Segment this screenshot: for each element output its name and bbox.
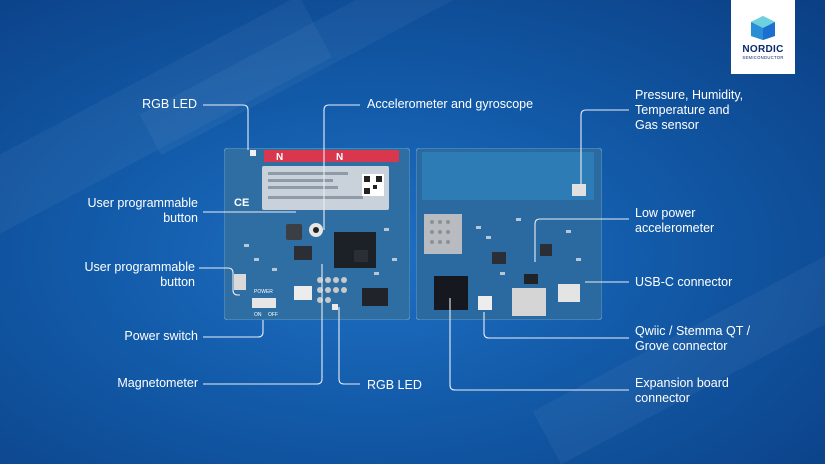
callout-qwiic-connector: Qwiic / Stemma QT / Grove connector: [635, 324, 750, 354]
callout-line: accelerometer: [635, 221, 715, 235]
callout-environment-sensor: Pressure, Humidity, Temperature and Gas …: [635, 88, 743, 133]
board-back-image: [416, 148, 602, 320]
nordic-logo: NORDIC SEMICONDUCTOR: [731, 0, 795, 74]
power-silkscreen: POWER: [254, 289, 273, 295]
callout-low-power-accelerometer: Low power accelerometer: [635, 206, 714, 236]
callout-line: Low power: [635, 206, 696, 220]
callout-line: Expansion board: [635, 376, 729, 390]
callout-line: Gas sensor: [635, 118, 699, 132]
callout-usb-c-connector: USB-C connector: [635, 275, 733, 289]
background-streak: [139, 0, 621, 156]
nordic-mark: N: [276, 152, 283, 163]
callout-rgb-led-top: RGB LED: [142, 97, 197, 111]
nordic-mark: N: [336, 152, 343, 163]
callout-rgb-led-bottom: RGB LED: [367, 378, 422, 392]
callout-user-button-2: User programmable button: [85, 260, 195, 290]
callout-line: User programmable: [87, 196, 198, 210]
logo-wordmark: NORDIC: [742, 44, 784, 55]
callout-line: Grove connector: [635, 339, 728, 353]
nordic-logo-icon: [751, 16, 775, 40]
callout-magnetometer: Magnetometer: [117, 376, 198, 390]
callout-line: Temperature and: [635, 103, 730, 117]
ce-mark: CE: [234, 197, 249, 209]
callout-line: button: [160, 275, 195, 289]
callout-expansion-connector: Expansion board connector: [635, 376, 729, 406]
callout-line: button: [163, 211, 198, 225]
callout-power-switch: Power switch: [124, 329, 198, 343]
callout-line: connector: [635, 391, 690, 405]
callout-user-button-1: User programmable button: [88, 196, 198, 226]
callout-line: Qwiic / Stemma QT /: [635, 324, 751, 338]
on-silkscreen: ON: [254, 312, 262, 318]
callout-line: Pressure, Humidity,: [635, 88, 744, 102]
callout-line: User programmable: [84, 260, 195, 274]
callout-accelerometer-gyroscope: Accelerometer and gyroscope: [367, 97, 534, 111]
logo-subtitle: SEMICONDUCTOR: [742, 55, 784, 60]
board-front-image: N N CE POWER ON OFF: [224, 148, 410, 320]
off-silkscreen: OFF: [268, 312, 278, 318]
